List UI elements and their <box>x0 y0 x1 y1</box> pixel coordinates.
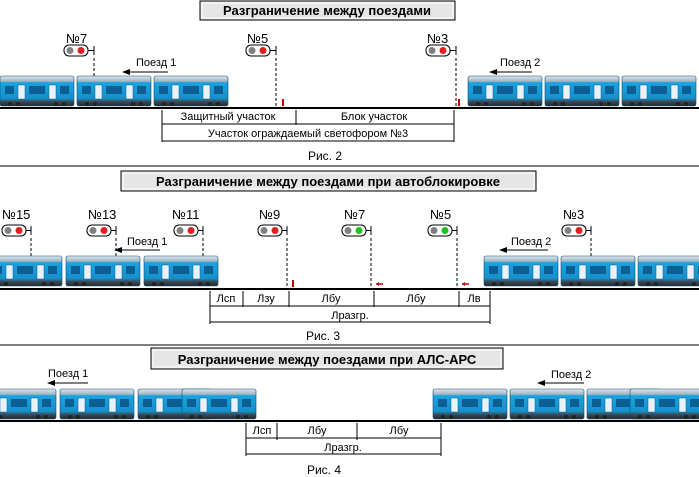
fig2-guarded-label: Участок ограждаемый светофором №3 <box>208 128 408 140</box>
fig3-train-2: Поезд 2 <box>483 236 699 287</box>
fig3-signal-9-label: №9 <box>259 207 280 222</box>
signal-lamp-red <box>77 47 85 54</box>
signal-lamp-off <box>248 47 256 54</box>
fig2-signal-3: №3 <box>425 31 457 108</box>
fig2-signal-5-label: №5 <box>247 31 268 46</box>
fig2-caption: Рис. 2 <box>308 149 342 163</box>
fig3-signal-3-label: №3 <box>563 207 584 222</box>
fig2-train-2: Поезд 2 <box>467 57 697 107</box>
fig4-train-2-label: Поезд 2 <box>551 369 591 381</box>
arrow-left-icon <box>122 69 130 75</box>
fig2-title-box <box>199 0 456 21</box>
fig3-caption: Рис. 3 <box>306 329 340 343</box>
rail-joint-marker <box>282 99 284 106</box>
fig3-segment-lbu-2: Лбу <box>407 293 426 305</box>
fig2-signal-7-label: №7 <box>66 31 87 46</box>
fig4-train-1: Поезд 1 <box>0 368 257 420</box>
signal-lamp-green <box>441 227 449 234</box>
fig2-train-2-label: Поезд 2 <box>500 57 540 69</box>
arrow-left-icon <box>537 380 545 386</box>
fig2-protective-label: Защитный участок <box>181 111 276 123</box>
fig3-signal-9: №9 <box>257 207 288 288</box>
fig2-train-1: Поезд 1 <box>0 57 229 107</box>
fig2-signal-7: №7 <box>63 31 95 108</box>
fig3-signal-13-label: №13 <box>88 207 116 222</box>
fig4-segment-lbu-1: Лбу <box>308 425 327 437</box>
fig3-train-1: Поезд 1 <box>0 236 219 287</box>
arrow-left-icon <box>47 380 55 386</box>
fig3-signal-5-label: №5 <box>430 207 451 222</box>
fig3-title-box <box>120 170 537 192</box>
rail-joint-marker <box>292 280 294 287</box>
fig4-train-1-label: Поезд 1 <box>48 368 88 380</box>
signal-lamp-red <box>259 47 267 54</box>
fig3-signal-7-label: №7 <box>344 207 365 222</box>
fig3-signal-15-label: №15 <box>2 207 30 222</box>
fig3-segment-lsp: Лсп <box>217 293 236 305</box>
fig4-segment-lbu-2: Лбу <box>390 425 409 437</box>
signal-lamp-off <box>428 47 436 54</box>
rail-joint-marker <box>458 99 460 106</box>
fig2-signal-3-label: №3 <box>427 31 448 46</box>
arrow-left-icon <box>489 69 497 75</box>
fig3-title: Разграничение между поездами при автобло… <box>156 174 500 189</box>
fig3-signal-11-label: №11 <box>172 207 199 222</box>
figure-2: Разграничение между поездами №7 №5 №3 <box>0 0 699 167</box>
arrow-left-icon <box>462 282 465 286</box>
fig3-signal-13: №13 <box>86 207 117 288</box>
signal-lamp-red <box>439 47 447 54</box>
arrow-left-icon <box>114 247 122 253</box>
fig3-train-2-label: Поезд 2 <box>511 236 551 248</box>
fig4-title-box <box>150 347 504 370</box>
fig3-signal-5: №5 <box>427 207 458 288</box>
fig4-train-2: Поезд 2 <box>432 369 699 420</box>
fig3-segment-lzu: Лзу <box>257 293 275 305</box>
fig2-block-label: Блок участок <box>341 111 408 123</box>
fig4-total-label: Лразгр. <box>324 442 362 454</box>
fig2-signal-5: №5 <box>245 31 277 108</box>
fig3-train-1-label: Поезд 1 <box>127 236 167 248</box>
fig4-segment-lsp: Лсп <box>253 425 272 437</box>
signal-lamp-green <box>355 227 363 234</box>
fig2-title: Разграничение между поездами <box>223 3 431 18</box>
fig3-signal-7: №7 <box>341 207 372 288</box>
fig4-caption: Рис. 4 <box>307 463 341 477</box>
figure-4: Разграничение между поездами при АЛС-АРС… <box>0 347 699 477</box>
fig3-total-label: Лразгр. <box>331 310 369 322</box>
fig3-segment-lbu-1: Лбу <box>322 293 341 305</box>
fig4-title: Разграничение между поездами при АЛС-АРС <box>178 352 477 367</box>
fig3-signal-15: №15 <box>1 207 32 288</box>
arrow-left-icon <box>499 247 507 253</box>
fig3-segment-lv: Лв <box>467 293 480 305</box>
arrow-left-icon <box>376 282 379 286</box>
figure-3: Разграничение между поездами при автобло… <box>0 170 699 346</box>
fig2-train-1-label: Поезд 1 <box>136 57 176 69</box>
signal-lamp-off <box>66 47 74 54</box>
